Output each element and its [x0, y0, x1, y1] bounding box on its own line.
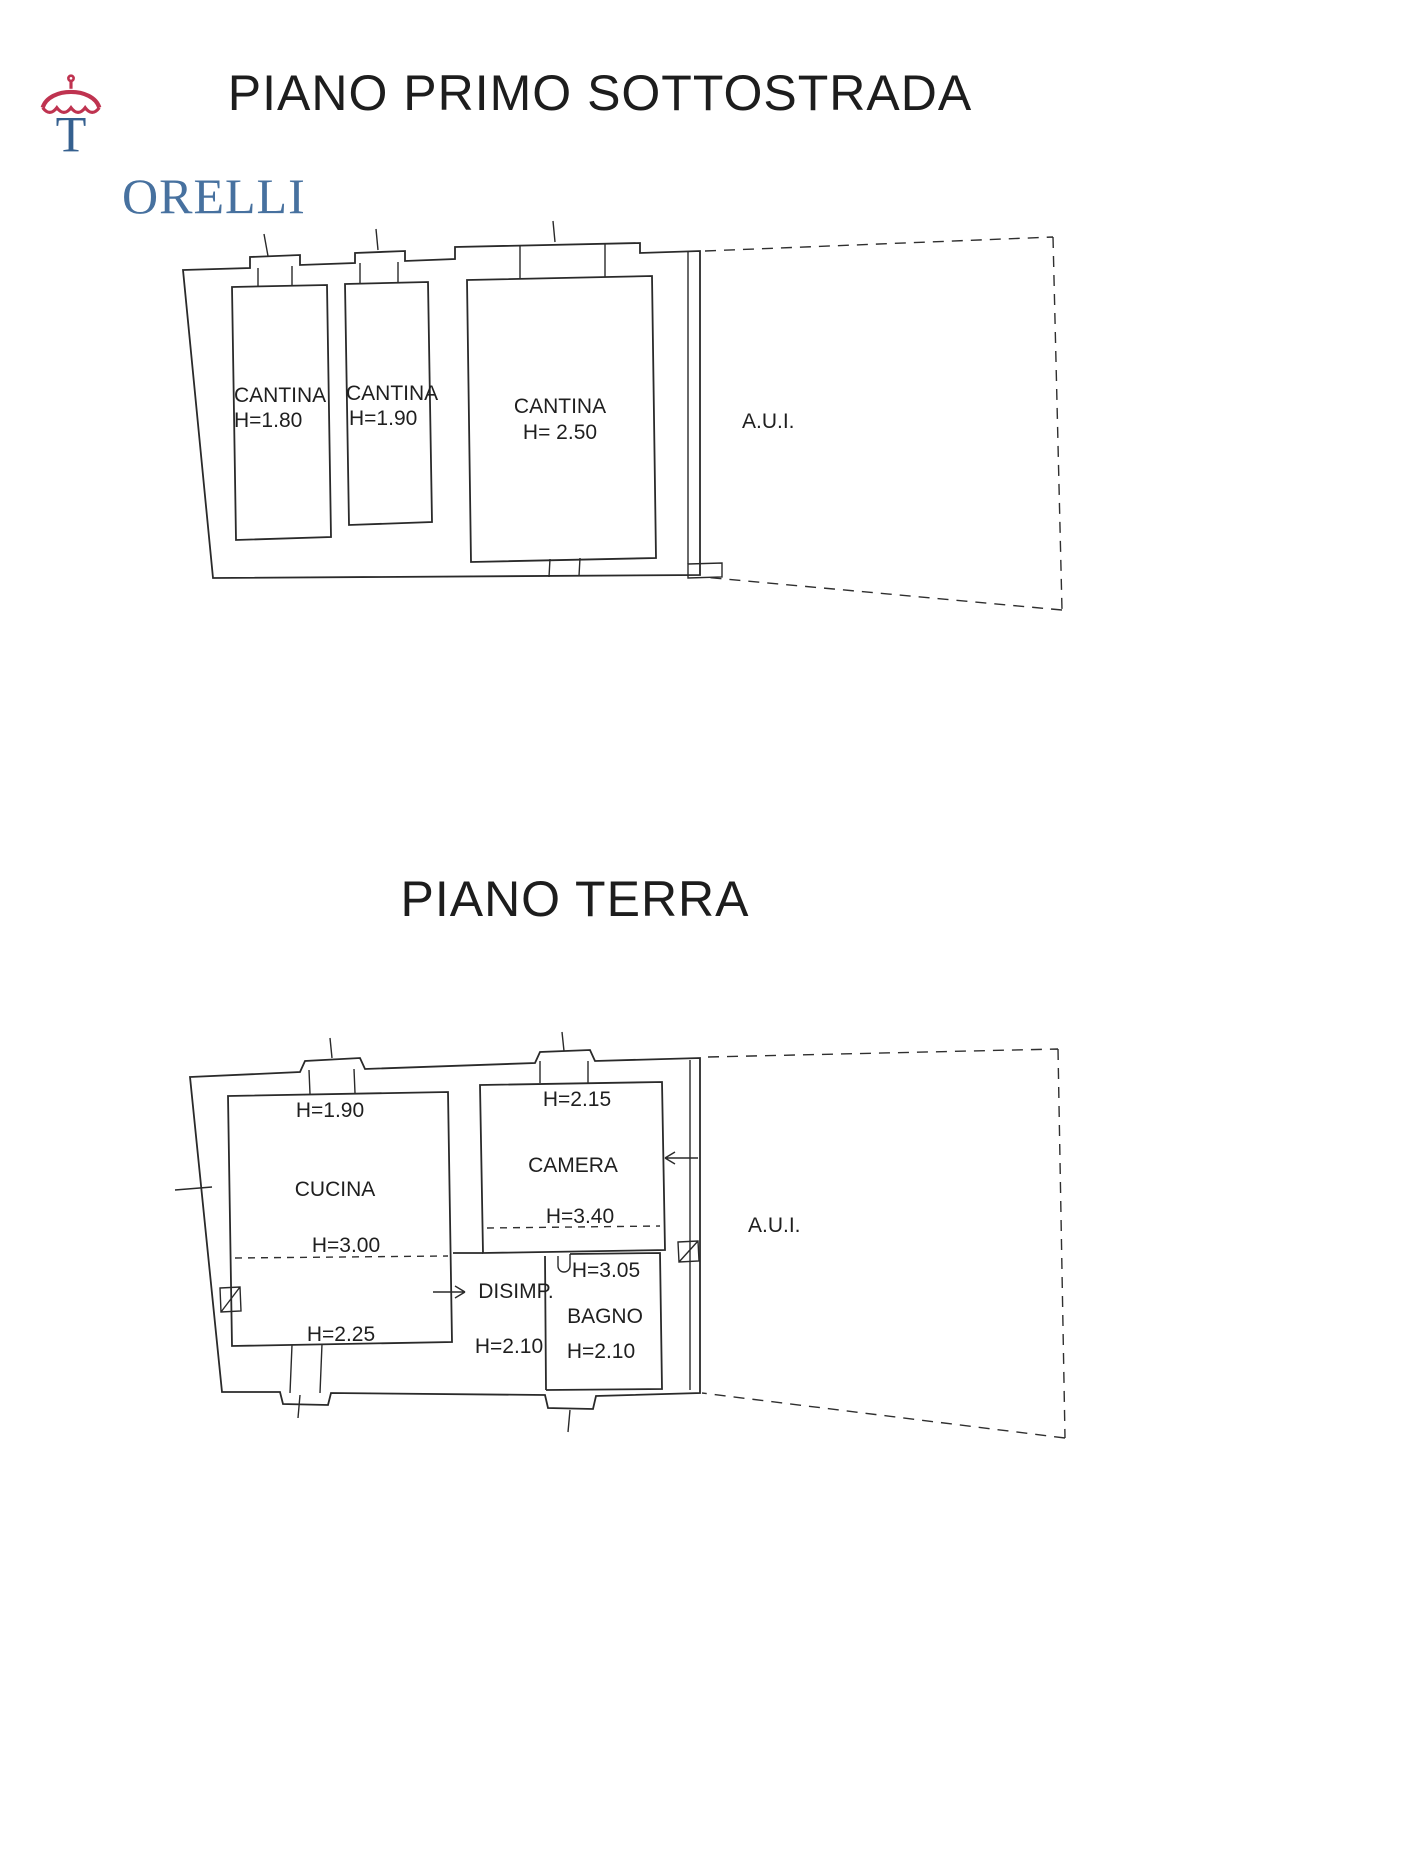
bagno-door-swing	[557, 1254, 571, 1273]
sottostrada-plan-drawing: CANTINA H=1.80 CANTINA H=1.90 CANTINA H=…	[182, 220, 1063, 611]
outer-wall	[182, 242, 701, 579]
cantina1-height: H=1.80	[234, 409, 302, 432]
right-wall-hatch-box	[677, 1240, 700, 1263]
camera-height-mid: H=3.40	[546, 1205, 614, 1228]
bagno-label: BAGNO	[567, 1305, 643, 1328]
right-wall-foot	[687, 562, 723, 579]
cantina3-height: H= 2.50	[523, 421, 597, 444]
camera-height-change-line	[486, 1225, 661, 1229]
wall-connectors	[257, 244, 606, 578]
brand-name: ORELLI	[122, 168, 306, 224]
torelli-pavilion-icon: T	[40, 74, 102, 163]
outer-wall	[189, 1049, 701, 1410]
camera-label: CAMERA	[528, 1154, 618, 1177]
cucina-height-top: H=1.90	[296, 1099, 364, 1122]
bagno-height-low: H=2.10	[567, 1340, 635, 1363]
left-wall-threshold	[174, 1186, 213, 1191]
flue-ticks	[263, 220, 556, 257]
brand-logo: T ORELLI	[34, 72, 334, 221]
bagno-height-top: H=3.05	[572, 1259, 640, 1282]
camera-height-top: H=2.15	[543, 1088, 611, 1111]
cantina2-height: H=1.90	[349, 407, 417, 430]
disimp-height: H=2.10	[475, 1335, 543, 1358]
cucina-room-outline	[227, 1091, 453, 1347]
aui-dashed-boundary	[702, 236, 1063, 611]
aui-label-sottostrada: A.U.I.	[742, 410, 795, 433]
camera-entrance-arrow	[664, 1151, 698, 1165]
pavilion-canopy	[40, 89, 102, 109]
bagno-room-outline	[544, 1252, 663, 1391]
aui-label-terra: A.U.I.	[748, 1214, 801, 1237]
cucina-height-change-line	[234, 1255, 449, 1259]
camera-room-outline	[479, 1081, 666, 1254]
brand-initial: T	[56, 107, 87, 163]
pavilion-scallop-edge	[41, 105, 101, 114]
cantina1-label: CANTINA	[234, 384, 326, 407]
cucina-height-low: H=2.25	[307, 1323, 375, 1346]
pavilion-finial	[67, 74, 75, 83]
disimp-label: DISIMP.	[478, 1280, 553, 1303]
cantina2-room-outline	[344, 281, 433, 526]
terra-plan-drawing: H=1.90 CUCINA H=3.00 H=2.25 H=2.15 CAMER…	[174, 1031, 1066, 1439]
cucina-height-mid: H=3.00	[312, 1234, 380, 1257]
terra-title: PIANO TERRA	[400, 871, 750, 927]
cantina3-room-outline	[466, 275, 657, 563]
aui-dashed-boundary	[701, 1048, 1066, 1439]
wall-connectors	[289, 1061, 589, 1394]
flue-ticks	[297, 1031, 571, 1433]
cantina1-room-outline	[231, 284, 332, 541]
sottostrada-title: PIANO PRIMO SOTTOSTRADA	[227, 65, 973, 121]
cucina-disimp-arrow	[433, 1285, 466, 1299]
cantina2-label: CANTINA	[346, 382, 438, 405]
cucina-label: CUCINA	[295, 1178, 376, 1201]
cantina3-label: CANTINA	[514, 395, 606, 418]
